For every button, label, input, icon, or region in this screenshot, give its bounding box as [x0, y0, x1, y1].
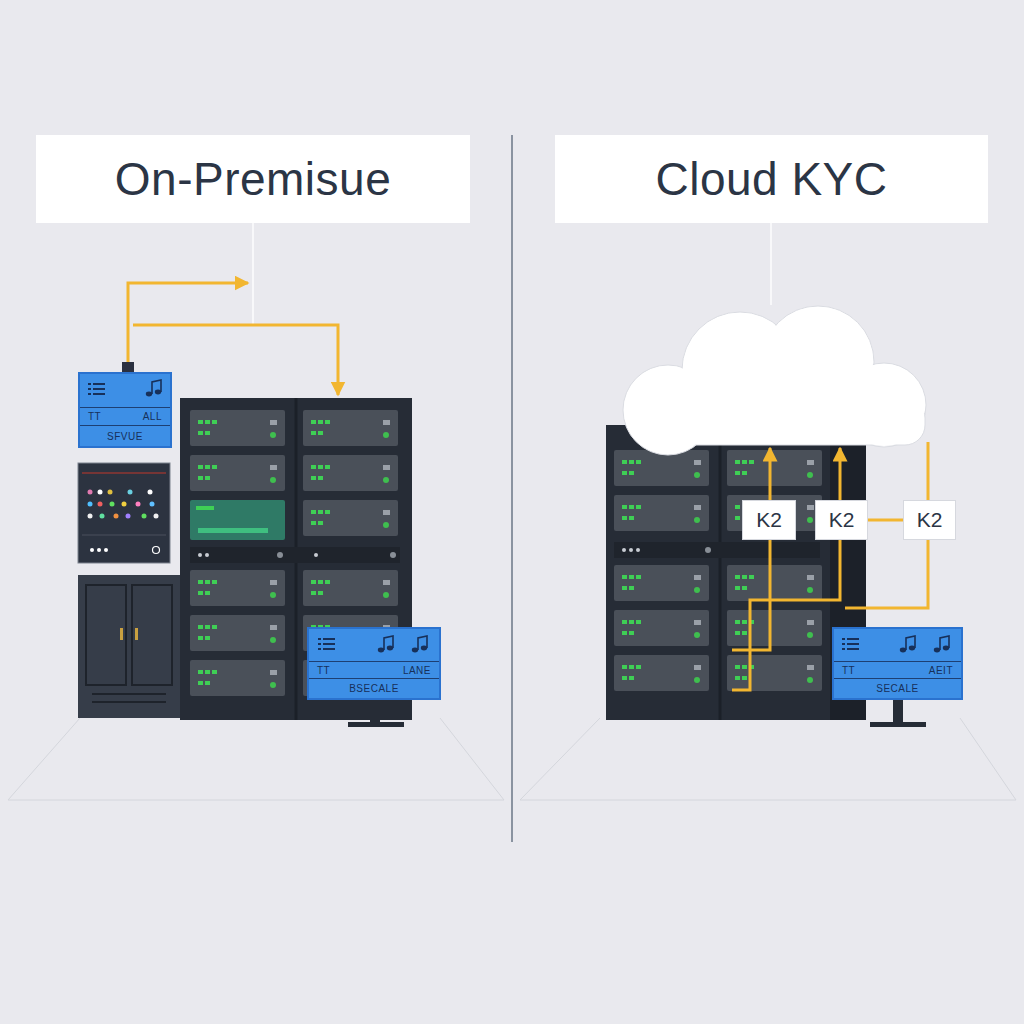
- panel-row: TT LANE: [309, 661, 439, 679]
- node-text: K2: [829, 508, 855, 532]
- control-panel: [78, 463, 170, 563]
- panel-row: SFVUE: [80, 425, 170, 446]
- list-icon: [842, 638, 859, 650]
- panel-row: TT ALL: [80, 407, 170, 425]
- node-text: TT: [842, 665, 855, 676]
- node-text: On-Premisue: [115, 152, 391, 206]
- key-box: K2: [903, 500, 956, 540]
- node-text: SFVUE: [107, 431, 143, 442]
- floor-line: [8, 718, 504, 800]
- monitor-stand: [870, 722, 926, 727]
- panel-row: SECALE: [834, 678, 961, 698]
- monitor-stand: [370, 700, 380, 724]
- screen-panel: TT AEIT SECALE: [832, 627, 963, 700]
- wire: [732, 448, 840, 690]
- monitor-stand: [348, 722, 404, 727]
- node-text: K2: [917, 508, 943, 532]
- node-text: K2: [756, 508, 782, 532]
- panel-band: [80, 374, 170, 407]
- note-icon: [146, 380, 161, 396]
- cloud: [624, 307, 925, 454]
- cloud: [623, 306, 926, 455]
- panel-row: BSECALE: [309, 678, 439, 698]
- node-text: AEIT: [929, 665, 953, 676]
- key-box: K2: [742, 500, 796, 540]
- divider: [511, 135, 513, 842]
- panel-band: [834, 629, 961, 661]
- screen-panel: TT ALLSFVUE: [78, 372, 172, 448]
- header-box: On-Premisue: [36, 135, 470, 223]
- server-rack: [606, 425, 866, 720]
- node-text: TT: [317, 665, 330, 676]
- leader-line: [252, 223, 254, 325]
- screen-panel: TT LANE BSECALE: [307, 627, 441, 700]
- monitor-stand: [893, 700, 903, 724]
- leader-line: [770, 223, 772, 305]
- note-icon: [934, 636, 949, 652]
- connector: [122, 362, 134, 372]
- note-icon: [378, 636, 393, 652]
- list-icon: [318, 638, 335, 650]
- floor-line: [520, 718, 1016, 800]
- node-text: Cloud KYC: [655, 152, 887, 206]
- node-text: TT: [88, 411, 101, 422]
- panel-band: [309, 629, 439, 661]
- node-text: BSECALE: [349, 683, 399, 694]
- key-box: K2: [815, 500, 868, 540]
- header-box: Cloud KYC: [555, 135, 988, 223]
- node-text: ALL: [143, 411, 162, 422]
- note-icon: [900, 636, 915, 652]
- cabinet: [78, 575, 180, 718]
- panel-row: TT AEIT: [834, 661, 961, 679]
- node-text: LANE: [403, 665, 431, 676]
- node-text: SECALE: [876, 683, 918, 694]
- connector: [868, 519, 903, 522]
- wire: [128, 283, 248, 362]
- note-icon: [412, 636, 427, 652]
- list-icon: [88, 383, 105, 395]
